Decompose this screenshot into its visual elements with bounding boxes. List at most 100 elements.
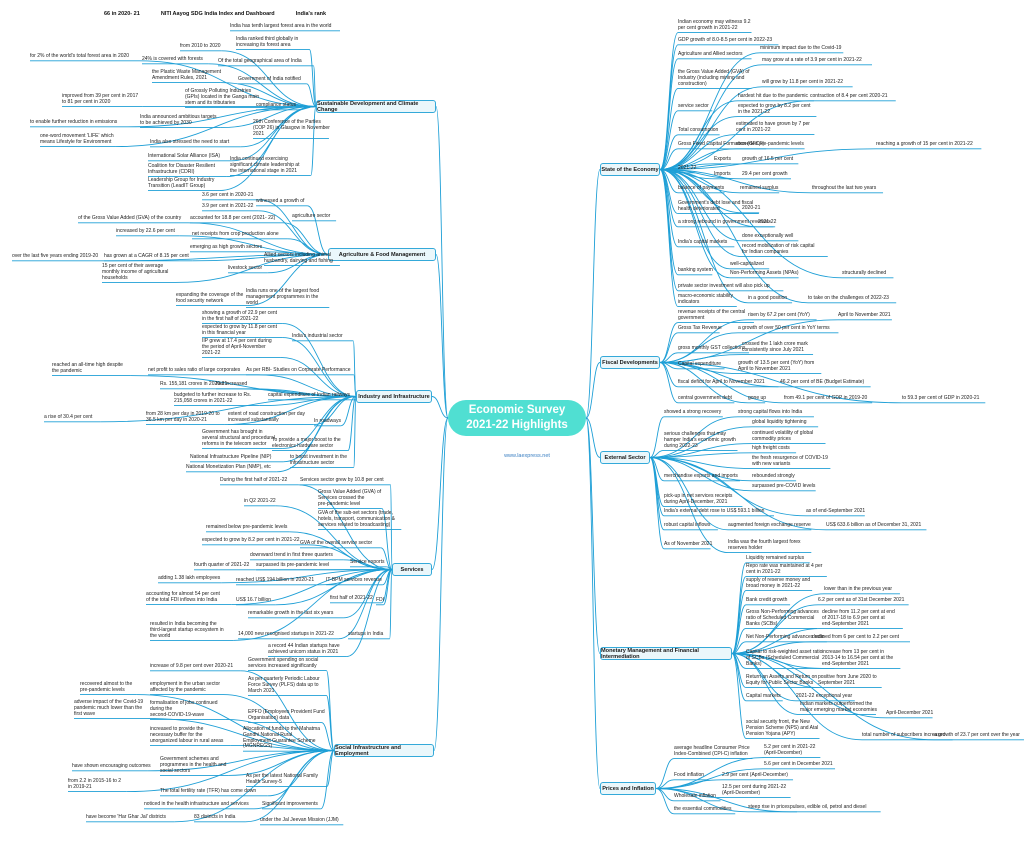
node-178: Gross Non-Performing advances ratio of S… xyxy=(746,610,819,627)
node-44: has increased xyxy=(216,382,247,388)
node-181: declined from 6 per cent to 2.2 per cent xyxy=(812,635,899,641)
node-141: April to November 2021 xyxy=(838,313,891,319)
node-65: fourth quarter of 2021-22 xyxy=(194,563,249,569)
node-35: India runs one of the largest food manag… xyxy=(246,289,319,306)
node-102: minimum impact due to the Covid-19 xyxy=(760,46,841,52)
node-139: revenue receipts of the central governme… xyxy=(678,310,745,322)
branch-0[interactable]: Sustainable Development and Climate Chan… xyxy=(316,100,436,113)
branch-2[interactable]: Industry and Infrastructure xyxy=(356,390,432,403)
central-topic[interactable]: Economic Survey 2021-22 Highlights xyxy=(448,400,586,436)
branch-1[interactable]: Agriculture & Food Management xyxy=(328,248,436,261)
node-31: livestock sector xyxy=(228,266,262,272)
node-8: improved from 39 per cent in 2017 to 81 … xyxy=(62,94,138,106)
node-137: in a good position xyxy=(748,296,787,302)
branch-6[interactable]: Fiscal Developments xyxy=(600,356,660,369)
node-118: 2021-22 xyxy=(678,166,696,172)
website-link[interactable]: www.laexpress.net xyxy=(500,453,554,459)
branch-8[interactable]: Monetary Management and Financial Interm… xyxy=(600,647,732,660)
node-202: pulses, edible oil, petrol and diesel xyxy=(790,805,866,811)
node-200: the essential commodities xyxy=(674,807,732,813)
node-82: recovered almost to the pre-pandemic lev… xyxy=(80,682,132,694)
node-79: a record 44 Indian startups have achieve… xyxy=(268,644,340,656)
node-174: supply of reserve money and broad money … xyxy=(746,578,810,590)
node-173: Repo rate was maintained at 4 per cent i… xyxy=(746,564,822,576)
node-6: the Plastic Waste Management Amendment R… xyxy=(152,70,221,82)
node-76: resulted in India becoming the third-lar… xyxy=(150,622,224,639)
node-7: Government of India notified xyxy=(238,77,301,83)
branch-4[interactable]: Social Infrastructure and Employment xyxy=(334,744,434,757)
node-133: Non-Performing Assets (NPAs) xyxy=(730,271,799,277)
node-40: reached an all-time high despite the pan… xyxy=(52,363,123,375)
node-9: of Grossly Polluting Industries (GPIs) l… xyxy=(185,89,259,106)
node-5: Of the total geographical area of India xyxy=(218,59,302,65)
node-125: 2020-21 xyxy=(742,206,760,212)
node-188: Indian markets outperformed the major em… xyxy=(800,702,877,714)
node-55: to boost investment in the infrastructur… xyxy=(290,455,347,467)
node-73: first half of 2021-22 xyxy=(330,596,373,602)
node-1: India ranked third globally in increasin… xyxy=(236,37,298,49)
node-101: GDP growth of 8.0-8.5 per cent in 2022-2… xyxy=(678,38,772,44)
node-184: Return on Assets and Return on Equity fo… xyxy=(746,675,817,687)
branch-7[interactable]: External Sector xyxy=(600,451,650,464)
node-157: global liquidity tightening xyxy=(752,420,806,426)
node-193: average headline Consumer Price Index-Co… xyxy=(674,746,750,758)
node-135: private sector investment will also pick… xyxy=(678,284,770,290)
node-190: social security front, the New Pension S… xyxy=(746,720,818,737)
node-93: The total fertility rate (TFR) has come … xyxy=(160,789,256,795)
connector-line xyxy=(586,170,600,419)
node-146: Capital expenditure xyxy=(678,362,721,368)
connector-line xyxy=(327,751,334,787)
node-80: increase of 9.8 per cent over 2020-21 xyxy=(150,664,233,670)
node-99: under the Jal Jeevan Mission (JJM) xyxy=(260,818,339,824)
node-165: India's external debt rose to US$ 593.1 … xyxy=(664,509,764,515)
node-199: 12.5 per cent during 2021-22 (April-Dece… xyxy=(722,785,786,797)
branch-3[interactable]: Services xyxy=(392,563,432,576)
node-158: continued volatility of global commodity… xyxy=(752,431,813,443)
node-104: may grow at a rate of 3.9 per cent in 20… xyxy=(762,58,862,64)
node-194: 5.2 per cent in 2021-22 (April-December) xyxy=(764,745,815,757)
connector-line xyxy=(326,671,334,751)
node-138: to take on the challenges of 2022-23 xyxy=(808,296,889,302)
node-30: has grown at a CAGR of 8.15 per cent xyxy=(104,254,189,260)
node-108: contraction of 8.4 per cent 2020-21 xyxy=(810,94,888,100)
node-74: FDI xyxy=(376,598,384,604)
connector-line xyxy=(321,751,334,809)
node-42: As per RBI- Studies on Corporate Perform… xyxy=(246,368,351,374)
node-75: remarkable growth in the last six years xyxy=(248,611,333,617)
node-34: expanding the coverage of the food secur… xyxy=(176,293,243,305)
node-109: service sector xyxy=(678,104,709,110)
node-123: throughout the last two years xyxy=(812,186,876,192)
node-32: 15 per cent of their average monthly inc… xyxy=(102,264,168,281)
node-105: the Gross Value Added (GVA) of Industry … xyxy=(678,70,750,87)
header-rank-label: India's rank xyxy=(296,11,326,17)
node-63: GVA of the overall service sector xyxy=(300,541,372,547)
node-59: Gross Value Added (GVA) of Services cros… xyxy=(318,490,381,507)
node-96: Significant improvements xyxy=(262,802,318,808)
node-94: As per the latest National Family Health… xyxy=(246,774,318,786)
node-177: 6.2 per cent as of 31st December 2021 xyxy=(818,598,904,604)
node-22: witnessed a growth of xyxy=(256,199,304,205)
node-130: record mobilization of risk capital for … xyxy=(742,244,815,256)
node-117: growth of 16.5 per cent xyxy=(742,157,793,163)
node-10: compliance status xyxy=(256,103,296,109)
node-89: Allocation of funds to the Mahatma Gandh… xyxy=(243,727,320,750)
node-38: India's industrial sector xyxy=(292,334,343,340)
node-100: Indian economy may witness 9.2 per cent … xyxy=(678,20,751,32)
node-87: EPFO (Employees Provident Fund Organisat… xyxy=(248,710,325,722)
node-186: Capital markets xyxy=(746,694,781,700)
node-15: 26th Conference of the Parties (COP 26) … xyxy=(253,120,330,137)
node-45: budgeted to further increase to Rs. 215,… xyxy=(174,393,251,405)
branch-9[interactable]: Prices and Inflation xyxy=(600,782,656,795)
node-18: Leadership Group for Industry Transition… xyxy=(148,178,214,190)
node-175: lower than in the previous year xyxy=(824,587,892,593)
node-64: downward trend in first three quarters xyxy=(250,553,333,559)
node-191: total number of subscribers increased xyxy=(862,733,945,739)
node-70: IT-BPM services revenue xyxy=(326,578,382,584)
branch-5[interactable]: State of the Economy xyxy=(600,163,660,176)
node-69: reached US$ 194 billion in 2020-21 xyxy=(236,578,314,584)
node-23: of the Gross Value Added (GVA) of the co… xyxy=(78,216,181,222)
node-84: As per quarterly Periodic Labour Force S… xyxy=(248,677,320,694)
node-162: rebounded strongly xyxy=(752,474,795,480)
connector-line xyxy=(258,200,328,255)
